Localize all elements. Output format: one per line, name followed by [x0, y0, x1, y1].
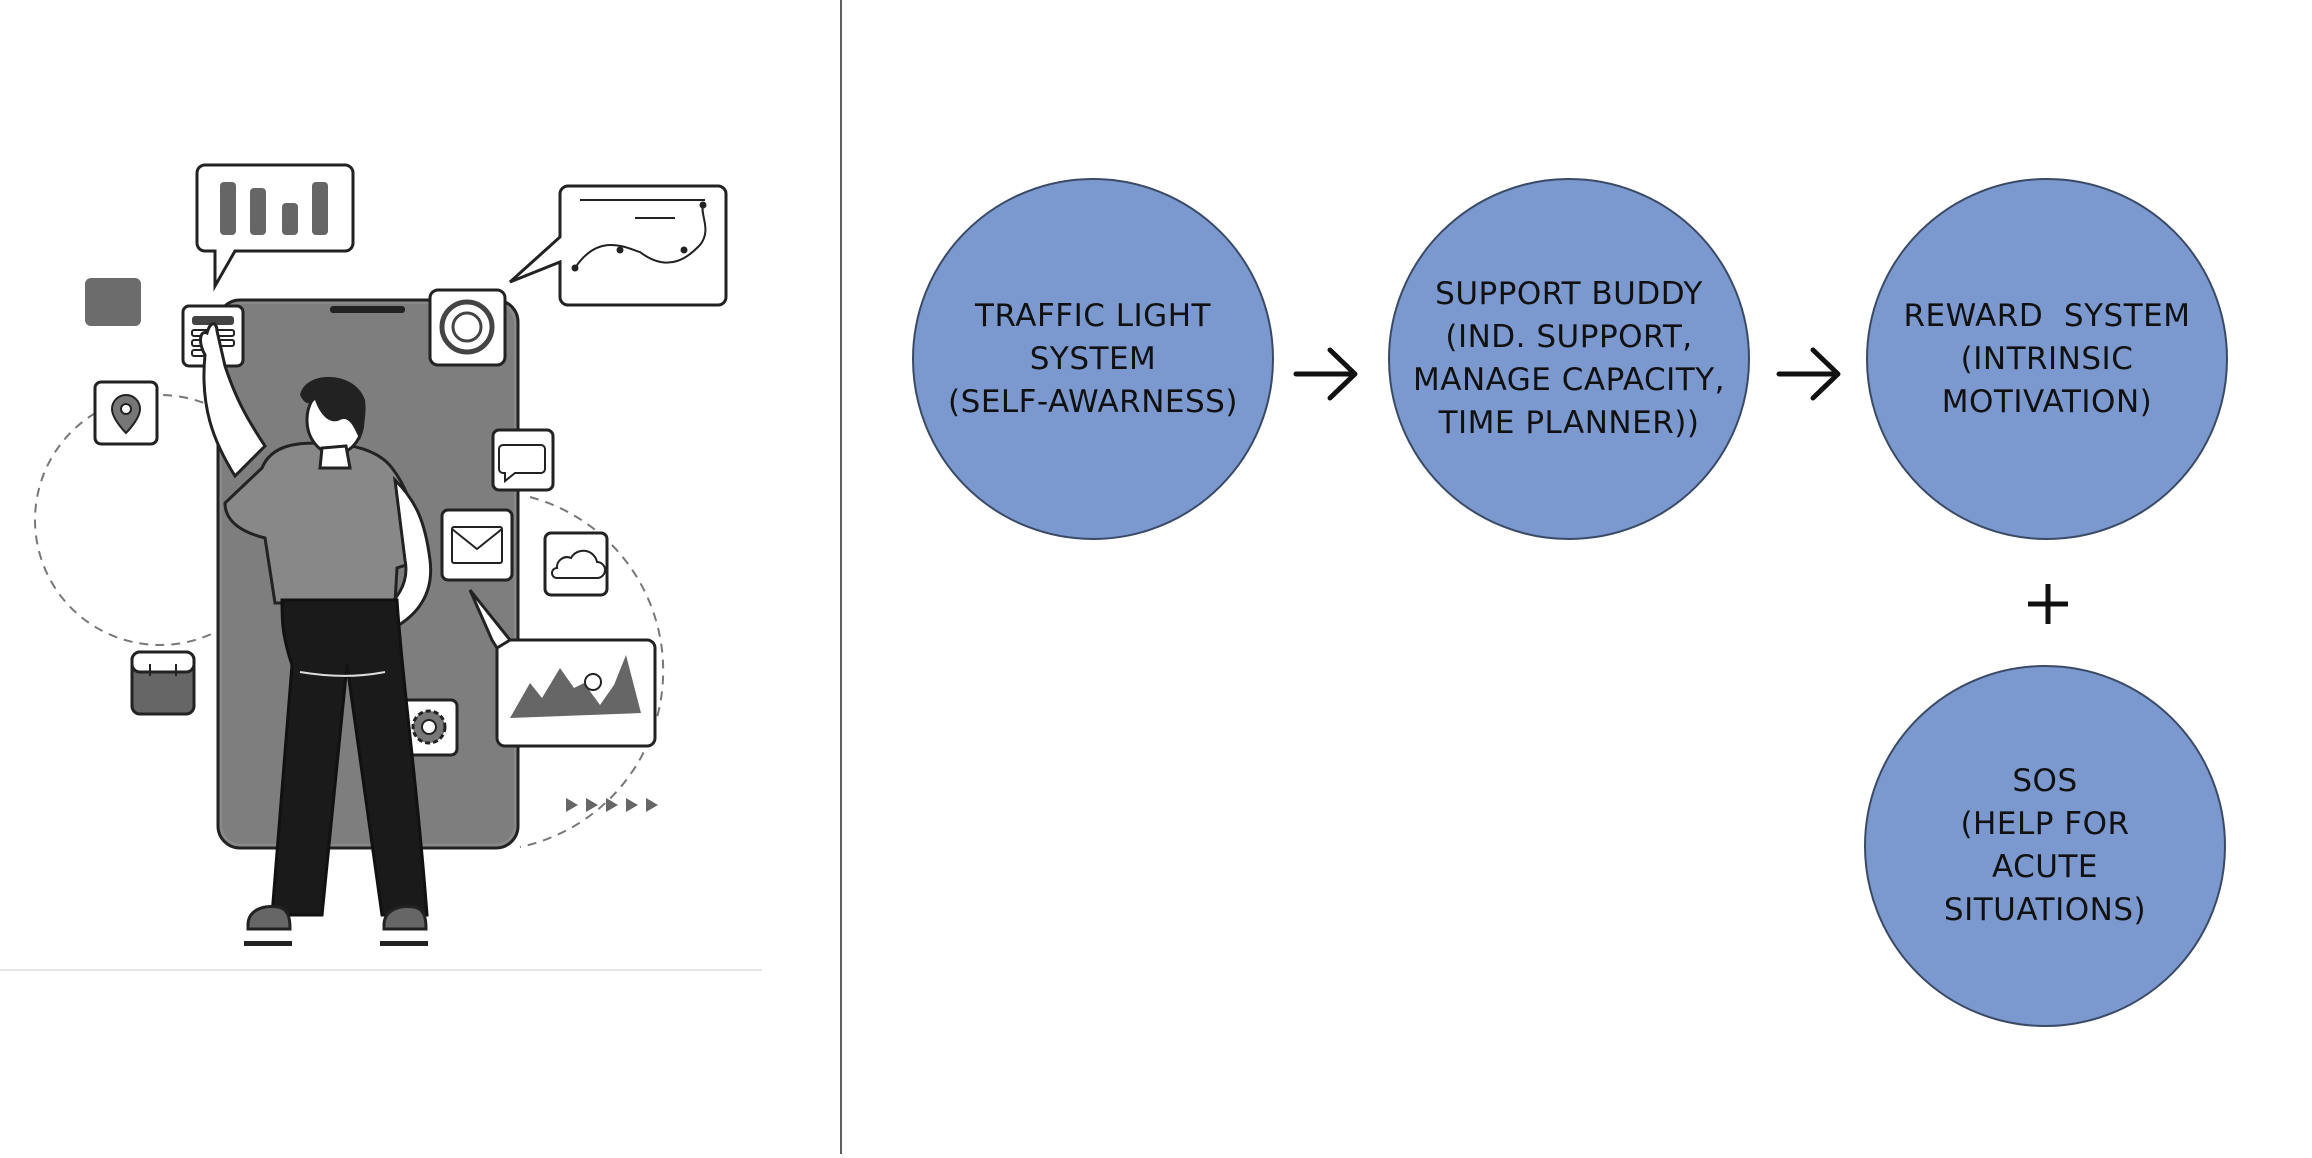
- play-arrows-icon: [566, 798, 658, 812]
- node-label-line: (HELP FOR: [1960, 806, 2130, 842]
- mail-icon: [440, 508, 514, 582]
- node-label-line: TIME PLANNER)): [1438, 405, 1700, 441]
- line-chart-bubble-icon: [508, 184, 728, 307]
- node-traffic-light-system: TRAFFIC LIGHT SYSTEM (SELF-AWARNESS): [912, 178, 1274, 540]
- location-pin-icon: [93, 380, 159, 446]
- arrow-right-icon: [1293, 347, 1358, 401]
- node-sos: SOS (HELP FOR ACUTE SITUATIONS): [1864, 665, 2226, 1027]
- app-user-illustration: [0, 0, 840, 1154]
- node-label-line: MANAGE CAPACITY,: [1412, 362, 1725, 398]
- node-support-buddy: SUPPORT BUDDY (IND. SUPPORT, MANAGE CAPA…: [1388, 178, 1750, 540]
- person-figure: [199, 322, 433, 946]
- node-label-line: TRAFFIC LIGHT: [975, 297, 1211, 334]
- bar-chart-bubble-icon: [195, 163, 355, 292]
- area-chart-bubble-icon: [468, 589, 657, 748]
- node-label-line: MOTIVATION): [1941, 383, 2153, 420]
- node-reward-system: REWARD SYSTEM (INTRINSIC MOTIVATION): [1866, 178, 2228, 540]
- plus-icon: [2028, 584, 2068, 624]
- node-label-line: (IND. SUPPORT,: [1445, 319, 1693, 355]
- node-label-line: SYSTEM: [1029, 340, 1157, 377]
- orbit-right: [519, 496, 665, 848]
- grey-square-icon: [85, 278, 141, 326]
- node-label-line: SITUATIONS): [1943, 892, 2147, 928]
- cloud-icon: [543, 531, 609, 597]
- node-label-line: ACUTE: [1991, 849, 2099, 885]
- node-label-line: SOS: [2012, 763, 2078, 799]
- vertical-divider: [840, 0, 842, 1154]
- node-label-line: (SELF-AWARNESS): [948, 383, 1238, 420]
- node-label-line: REWARD SYSTEM: [1903, 297, 2191, 334]
- arrow-right-icon: [1776, 347, 1841, 401]
- target-icon: [428, 288, 507, 367]
- node-label-line: (INTRINSIC: [1960, 340, 2134, 377]
- calendar-icon: [130, 650, 196, 716]
- node-label-line: SUPPORT BUDDY: [1435, 276, 1703, 312]
- chat-icon: [491, 428, 555, 492]
- phone-speaker: [330, 306, 405, 313]
